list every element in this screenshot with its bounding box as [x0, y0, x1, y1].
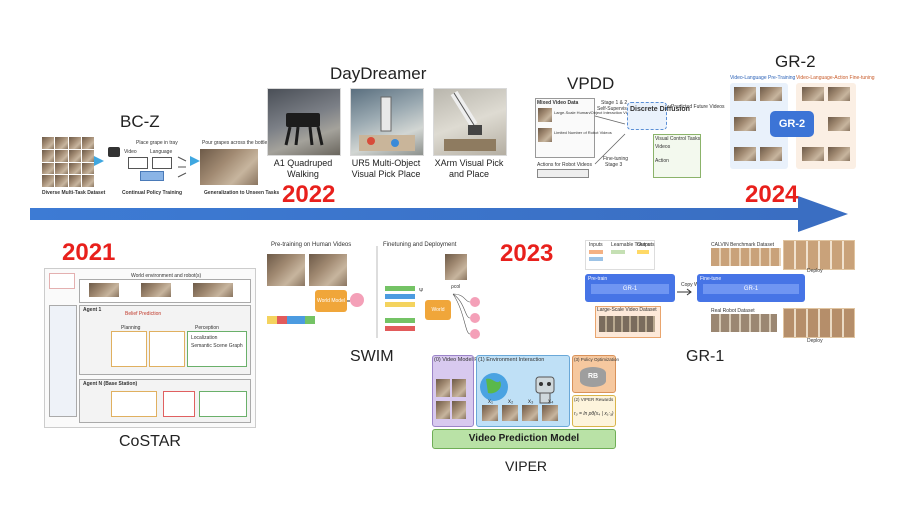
gr2-figure: Video-Language Pre-Training Video-Langua… [728, 75, 875, 171]
costar-title: CoSTAR [119, 433, 181, 450]
year-2021: 2021 [62, 239, 116, 266]
year-2023: 2023 [500, 240, 554, 267]
viper-replay-buffer: RB [580, 367, 606, 387]
daydreamer-ur5-photo [350, 88, 424, 156]
vpdd-figure: Mixed Video Data Large-Scale Human/Objec… [535, 96, 725, 178]
gr1-figure: Inputs Learnable Tokens Outputs Pre-trai… [585, 240, 855, 348]
swim-figure: Pre-training on Human Videos Finetuning … [265, 242, 495, 342]
gr1-title: GR-1 [686, 348, 725, 365]
gr2-model-box: GR-2 [770, 111, 814, 137]
vpdd-title: VPDD [567, 74, 615, 93]
daydreamer-xarm-photo [433, 88, 507, 156]
bcz-arrow-icon-2 [190, 156, 200, 166]
swim-title: SWIM [350, 348, 394, 365]
viper-figure: (0) Video Model Pre-training (1) Environ… [430, 353, 619, 451]
daydreamer-a1-photo [267, 88, 341, 156]
costar-figure: World environment and robot(s) Agent 1 B… [44, 268, 256, 428]
viper-title: VIPER [505, 458, 548, 474]
bcz-figure: Place grape in tray Video Language Pour … [42, 137, 279, 197]
bcz-training-diagram: Place grape in tray Video Language [106, 137, 190, 187]
year-2022: 2022 [282, 181, 336, 208]
bcz-title: BC-Z [120, 112, 160, 131]
bcz-arrow-icon [94, 156, 104, 166]
viper-video-prediction-model: Video Prediction Model [432, 429, 616, 449]
daydreamer-title: DayDreamer [330, 64, 427, 83]
bcz-generalization-photo [200, 149, 258, 185]
gr2-title: GR-2 [775, 52, 816, 71]
year-2024: 2024 [745, 181, 799, 208]
bcz-dataset-grid [42, 137, 94, 187]
